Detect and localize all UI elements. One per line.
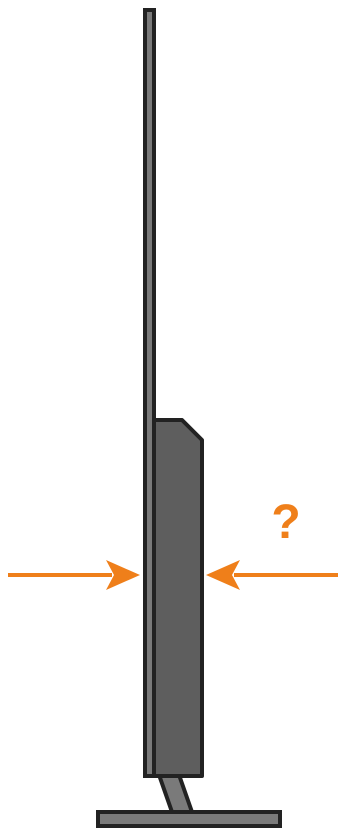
arrow-left-icon	[206, 560, 338, 590]
question-mark-label: ?	[271, 496, 300, 549]
tv-rear-body	[151, 418, 204, 778]
tv-panel-edge	[143, 8, 156, 778]
arrow-right-icon	[8, 560, 140, 590]
tv-stand-base	[96, 810, 282, 828]
